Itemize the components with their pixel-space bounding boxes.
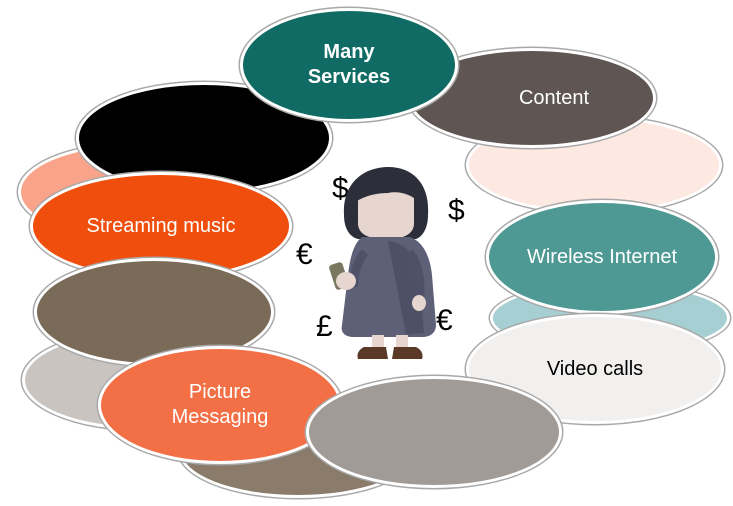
person-icon xyxy=(329,167,436,359)
ellipse-video-calls-label: Video calls xyxy=(546,357,644,380)
ellipse-picture-messaging: Picture Messaging xyxy=(98,346,342,464)
ellipse-many-services: Many Services xyxy=(240,8,458,122)
ellipse-wireless-internet: Wireless Internet xyxy=(486,200,718,314)
ellipse-grey-bottom-right xyxy=(306,376,562,488)
ellipse-content-label: Content xyxy=(518,86,590,109)
euro-sign-right: € xyxy=(436,304,453,337)
center-label: Many Services xyxy=(307,41,391,88)
pound-sign: £ xyxy=(316,310,333,343)
ellipse-streaming-music: Streaming music xyxy=(30,172,292,280)
ellipse-picture-messaging-label: Picture Messaging xyxy=(171,381,269,428)
euro-sign-left: € xyxy=(296,238,313,271)
dollar-sign-left: $ xyxy=(332,172,349,205)
ellipse-wireless-internet-label: Wireless Internet xyxy=(526,245,678,268)
dollar-sign-right: $ xyxy=(448,194,465,227)
ellipse-streaming-music-label: Streaming music xyxy=(86,214,236,237)
